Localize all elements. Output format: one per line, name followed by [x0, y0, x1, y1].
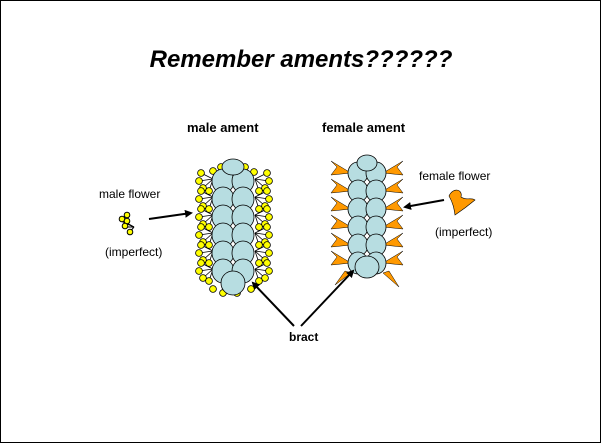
male-bract: [221, 271, 245, 295]
female-flower-arrow: [405, 200, 444, 207]
male-flower-arrow: [149, 213, 191, 219]
female-flower-icon: [449, 190, 475, 215]
male-stamen-dot: [210, 286, 217, 293]
male-bract: [222, 159, 244, 175]
female-bract: [357, 155, 377, 171]
female-ament-icon: [331, 155, 403, 287]
bract-arrow-female: [301, 271, 353, 326]
male-stamen-dot: [248, 286, 255, 293]
male-flower-icon: [119, 212, 134, 235]
female-bract: [355, 256, 379, 278]
female-pistil: [383, 271, 399, 287]
bract-arrow-male: [253, 283, 294, 326]
male-ament-icon: [196, 159, 273, 296]
